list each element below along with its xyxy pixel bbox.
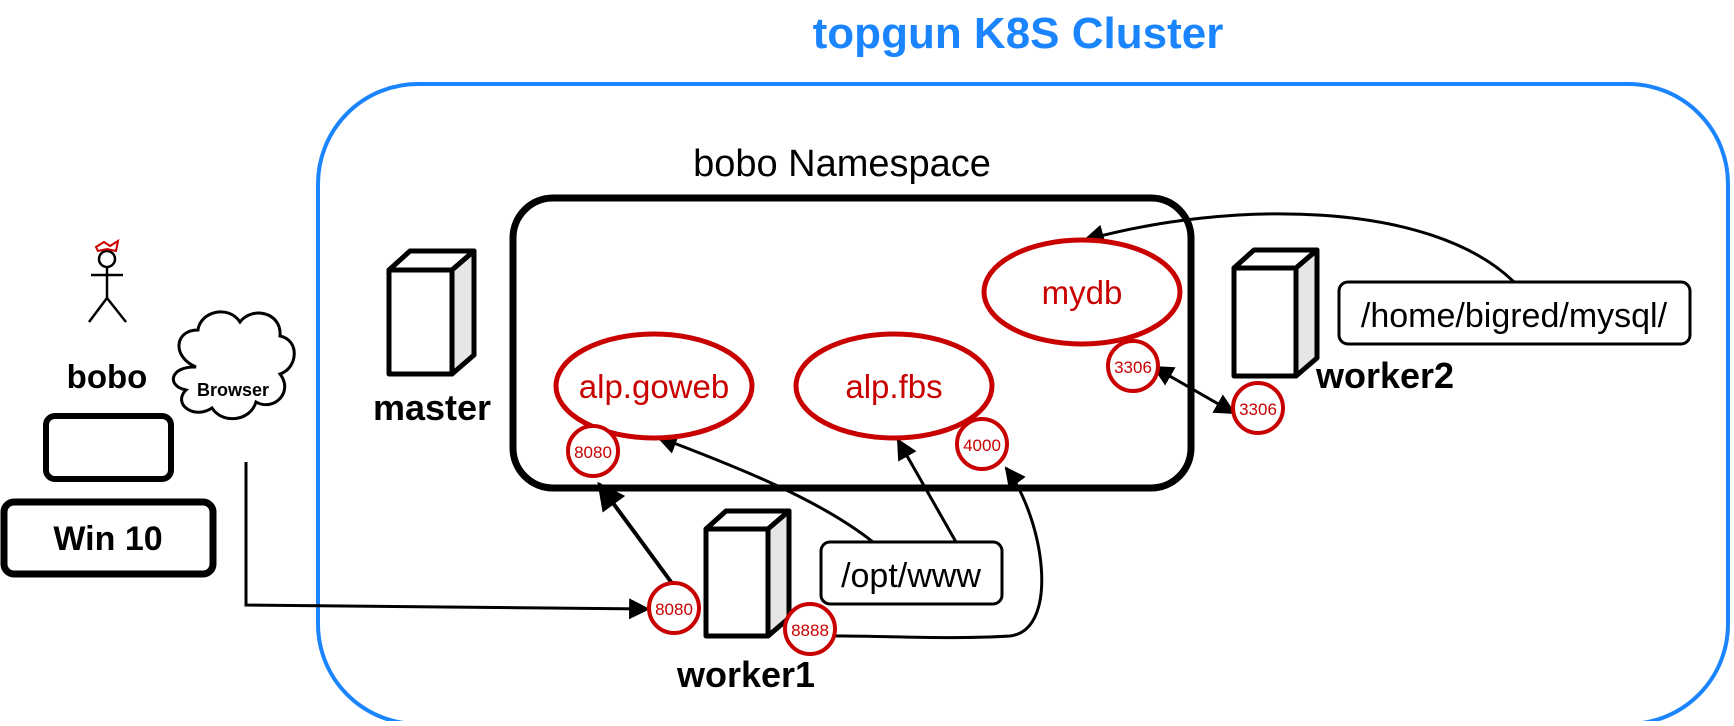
svg-text:8080: 8080 — [574, 443, 612, 462]
port-mydb-3306: 3306 — [1106, 339, 1160, 393]
master-server-icon — [386, 248, 477, 377]
worker1-volume-path: /opt/www — [841, 557, 981, 595]
svg-text:4000: 4000 — [963, 436, 1001, 455]
browser-to-worker1-arrow — [244, 462, 651, 620]
pod-goweb: alp.goweb — [553, 331, 755, 441]
worker1-volume-to-goweb-arrow — [656, 433, 874, 544]
worker2-volume-box — [1337, 280, 1692, 346]
connections — [244, 212, 1516, 640]
namespace-title: bobo Namespace — [693, 143, 991, 185]
svg-text:8888: 8888 — [791, 621, 829, 640]
user-stick-figure-icon — [88, 238, 127, 323]
worker2-server-icon — [1231, 247, 1320, 379]
pod-mydb-label: mydb — [1042, 274, 1123, 311]
svg-text:3306: 3306 — [1114, 358, 1152, 377]
browser-label: Browser — [197, 380, 269, 400]
pod-fbs-label: alp.fbs — [845, 368, 942, 405]
pod-fbs: alp.fbs — [793, 331, 995, 441]
worker1-volume-to-fbs-arrow — [896, 438, 958, 543]
os-label: Win 10 — [53, 520, 162, 558]
browser-cloud-icon — [171, 310, 296, 421]
worker2-label: worker2 — [1315, 355, 1454, 396]
worker2-volume-path: /home/bigred/mysql/ — [1361, 297, 1668, 335]
cluster-boundary — [316, 82, 1730, 726]
worker1-volume-box — [819, 540, 1004, 606]
port-fbs-4000: 4000 — [955, 417, 1009, 471]
svg-text:3306: 3306 — [1239, 400, 1277, 419]
port-worker1-8888: 8888 — [783, 602, 837, 656]
pod-goweb-label: alp.goweb — [579, 368, 729, 405]
pod-mydb: mydb — [981, 237, 1183, 347]
port-worker1-8080: 8080 — [647, 581, 701, 635]
port-goweb-8080: 8080 — [566, 424, 620, 478]
worker1-label: worker1 — [676, 654, 815, 695]
user-name: bobo — [67, 358, 148, 395]
port-worker2-3306: 3306 — [1231, 381, 1285, 435]
svg-text:8080: 8080 — [655, 600, 693, 619]
mydb-3306-worker2-3306-arrow — [1152, 365, 1236, 415]
master-label: master — [373, 387, 491, 428]
worker2-volume-to-mydb-arrow — [1082, 212, 1516, 284]
worker1-server-icon — [703, 508, 792, 639]
monitor-icon — [43, 413, 174, 482]
worker1-8080-to-goweb-8080-arrow — [597, 481, 679, 592]
worker1-8888-to-fbs-4000-arrow — [811, 466, 1044, 640]
namespace-boundary — [509, 194, 1195, 492]
cluster-title: topgun K8S Cluster — [813, 9, 1224, 58]
win10-box — [0, 498, 217, 578]
